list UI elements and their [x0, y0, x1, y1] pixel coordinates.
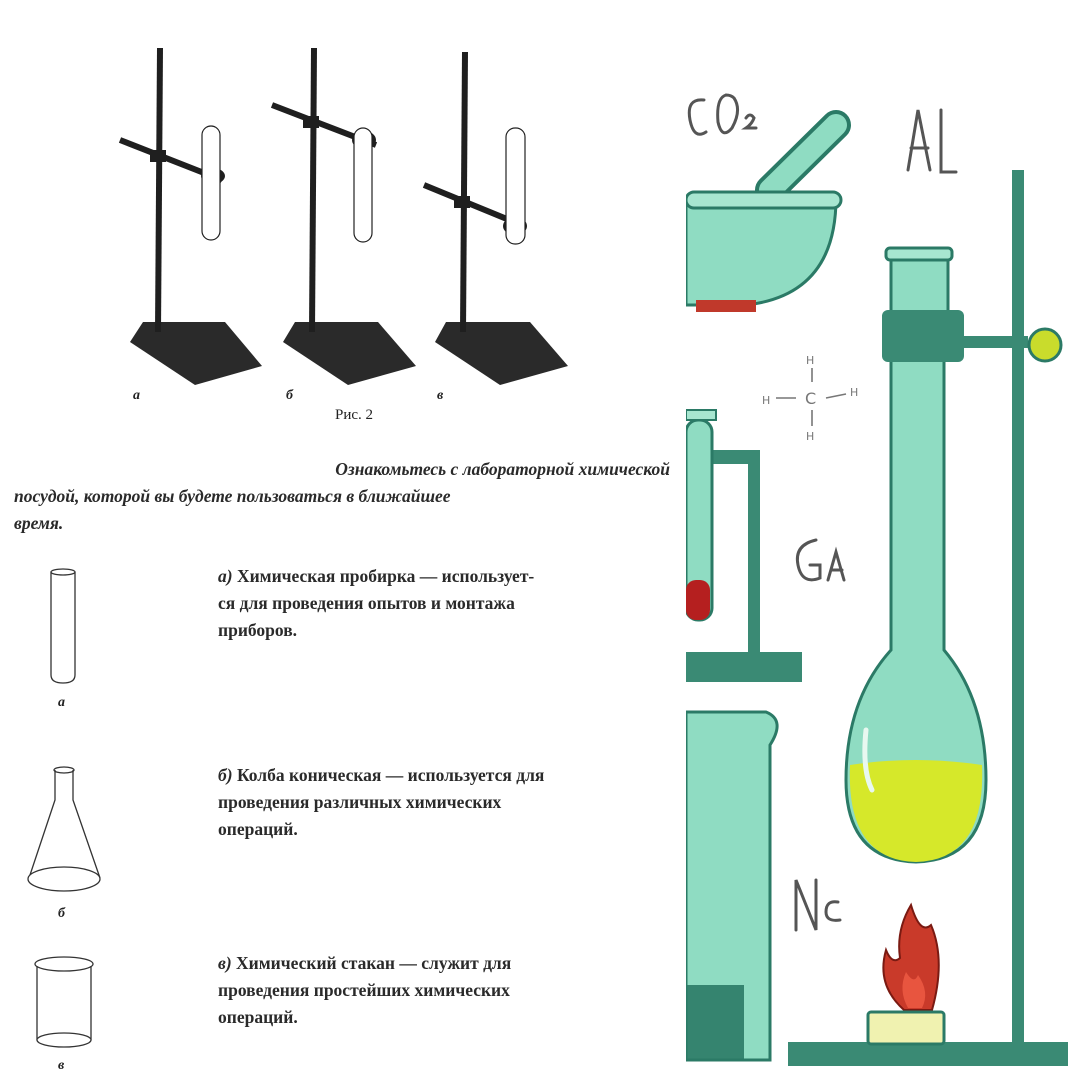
burner-flame	[866, 902, 946, 1046]
formula-carbon: C	[805, 389, 816, 408]
test-tube-with-holder	[686, 409, 802, 682]
mortar-and-pestle	[686, 110, 851, 312]
item-line-2: проведения простейших химических	[218, 980, 510, 1000]
item-beaker: в) Химический стакан — служит для провед…	[218, 950, 673, 1031]
formula-h-top: H	[806, 354, 814, 367]
methane-formula	[776, 368, 847, 426]
item-title: Химическая пробирка	[236, 566, 416, 586]
intro-line-2: посудой, которой вы будете пользоваться …	[14, 486, 451, 506]
glass-label-b: б	[58, 906, 65, 921]
item-conical-flask: б) Колба коническая — используется для п…	[218, 762, 673, 843]
lab-stand-c	[422, 51, 568, 385]
intro-line-3: время.	[14, 513, 64, 533]
symbol-ga	[795, 538, 846, 582]
item-line-1: — служит для	[394, 953, 512, 973]
beaker-drawing	[34, 956, 94, 1048]
lab-stand-a	[118, 47, 262, 385]
item-title: Химический стакан	[236, 953, 395, 973]
test-tube-drawing	[50, 568, 76, 684]
symbol-nc	[794, 878, 842, 932]
item-marker: в)	[218, 953, 232, 973]
item-line-2: ся для проведения опытов и монтажа	[218, 593, 515, 613]
illustration-svg: C H H H H	[686, 93, 1068, 1066]
stand-label-b: б	[286, 388, 293, 403]
stand-label-a: а	[133, 388, 140, 403]
glass-label-c: в	[58, 1058, 65, 1073]
item-line-1: — использует-	[415, 566, 535, 586]
lab-stand-b	[270, 47, 416, 385]
item-line-3: приборов.	[218, 620, 298, 640]
item-marker: а)	[218, 566, 233, 586]
item-line-1: — используется для	[381, 765, 545, 785]
chemistry-illustration: C H H H H	[686, 0, 1080, 1080]
formula-h-bottom: H	[806, 430, 814, 443]
conical-flask-drawing	[27, 766, 101, 892]
large-beaker	[686, 710, 779, 1062]
glass-label-a: а	[58, 695, 65, 710]
intro-paragraph: Ознакомьтесь с лабораторной химической п…	[14, 456, 670, 537]
item-test-tube: а) Химическая пробирка — использует- ся …	[218, 563, 673, 644]
item-line-3: операций.	[218, 819, 298, 839]
item-line-2: проведения различных химических	[218, 792, 502, 812]
stand-label-c: в	[437, 388, 444, 403]
formula-h-right: H	[850, 386, 858, 399]
chemical-symbols	[687, 93, 958, 932]
item-marker: б)	[218, 765, 233, 785]
retort-stand	[788, 170, 1068, 1066]
lab-stands-figure	[27, 47, 568, 1048]
symbol-co2	[687, 93, 758, 136]
round-bottom-flask	[844, 246, 988, 864]
item-line-3: операций.	[218, 1007, 298, 1027]
figure-caption: Рис. 2	[335, 407, 374, 423]
symbol-al	[906, 108, 958, 174]
textbook-page: а б в Рис. 2 Ознакомьтесь с лабораторной…	[14, 47, 673, 1073]
formula-h-left: H	[762, 394, 770, 407]
intro-line-1: Ознакомьтесь с лабораторной химической	[335, 459, 670, 479]
item-title: Колба коническая	[236, 765, 382, 785]
